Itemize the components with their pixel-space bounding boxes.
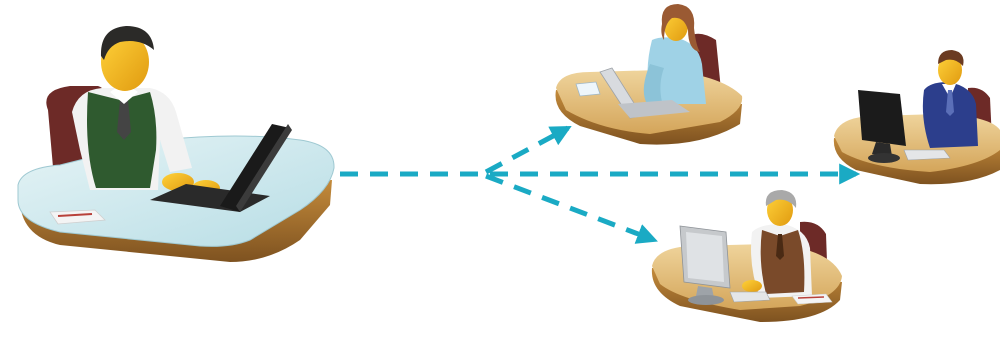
woman-at-laptop-icon bbox=[555, 4, 743, 145]
dashed-arrows bbox=[340, 125, 861, 244]
arrow-to-recipient-bottom bbox=[485, 173, 658, 244]
grey-haired-man-at-desktop-icon bbox=[651, 190, 842, 322]
man-at-desktop-icon bbox=[833, 50, 1000, 185]
arrow-to-recipient-top bbox=[484, 125, 572, 175]
businessman-at-laptop-icon bbox=[17, 26, 335, 262]
